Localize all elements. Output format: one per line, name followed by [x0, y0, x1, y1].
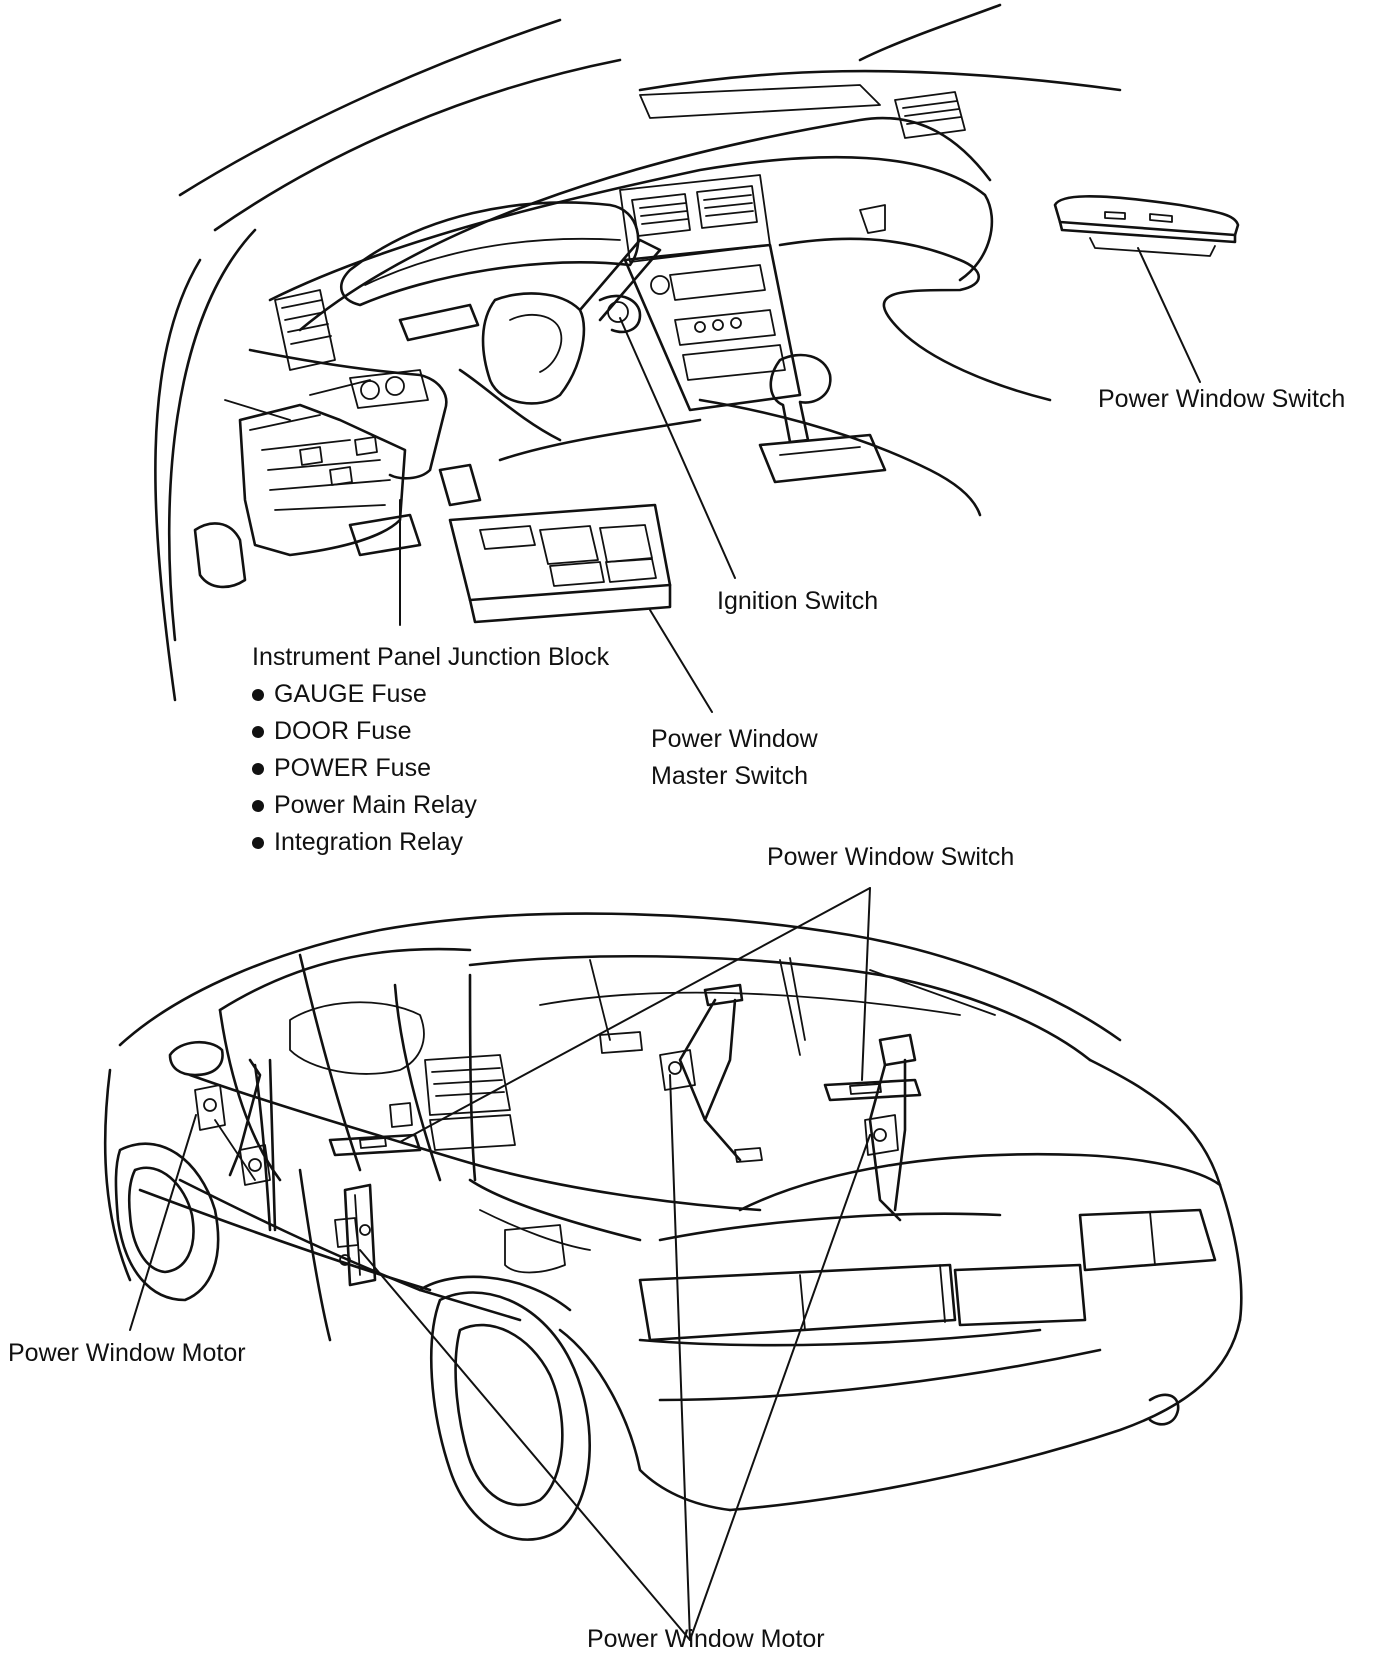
list-item: Power Main Relay: [252, 787, 477, 824]
bottom-leader-lines: [129, 887, 871, 1641]
label-power-window-motor-bottom: Power Window Motor: [587, 1625, 825, 1653]
car-illustration: [103, 912, 1243, 1541]
label-power-window-master-switch-line2: Master Switch: [651, 762, 808, 790]
list-item-label: Power Main Relay: [274, 791, 477, 819]
bullet-icon: [252, 799, 264, 812]
power-window-motor-graphic-rear-left: [334, 1183, 377, 1287]
bullet-icon: [252, 725, 264, 738]
list-item: POWER Fuse: [252, 750, 477, 787]
dashboard-illustration: [154, 3, 1240, 702]
power-window-motor-graphic-front-right: [659, 983, 763, 1163]
bullet-icon: [252, 688, 264, 701]
list-item-label: GAUGE Fuse: [274, 680, 427, 708]
list-item-label: POWER Fuse: [274, 754, 431, 782]
power-window-motor-graphic-front-left: [194, 1058, 277, 1232]
list-item-label: Integration Relay: [274, 828, 464, 856]
junction-block-contents-list: GAUGE Fuse DOOR Fuse POWER Fuse Power Ma…: [252, 676, 477, 861]
list-item-label: DOOR Fuse: [274, 717, 412, 745]
top-leader-lines: [399, 247, 1201, 713]
power-window-switch-graphic-top: [1053, 195, 1240, 257]
list-item: DOOR Fuse: [252, 713, 477, 750]
label-power-window-motor-left: Power Window Motor: [8, 1339, 246, 1367]
label-ignition-switch: Ignition Switch: [717, 587, 879, 615]
label-power-window-switch-top: Power Window Switch: [1098, 385, 1346, 413]
label-power-window-switch-middle: Power Window Switch: [767, 843, 1015, 871]
list-item: GAUGE Fuse: [252, 676, 477, 713]
bullet-icon: [252, 836, 264, 849]
label-power-window-master-switch-line1: Power Window: [651, 725, 818, 753]
list-item: Integration Relay: [252, 824, 477, 861]
bullet-icon: [252, 762, 264, 775]
power-window-switch-graphic-rear-right: [823, 1078, 922, 1102]
power-window-master-switch-graphic: [448, 503, 672, 624]
power-window-switch-graphic-front-door: [328, 1133, 422, 1157]
power-window-motor-graphic-rear-right: [864, 1033, 917, 1222]
label-instrument-panel-junction-block: Instrument Panel Junction Block: [252, 643, 610, 671]
